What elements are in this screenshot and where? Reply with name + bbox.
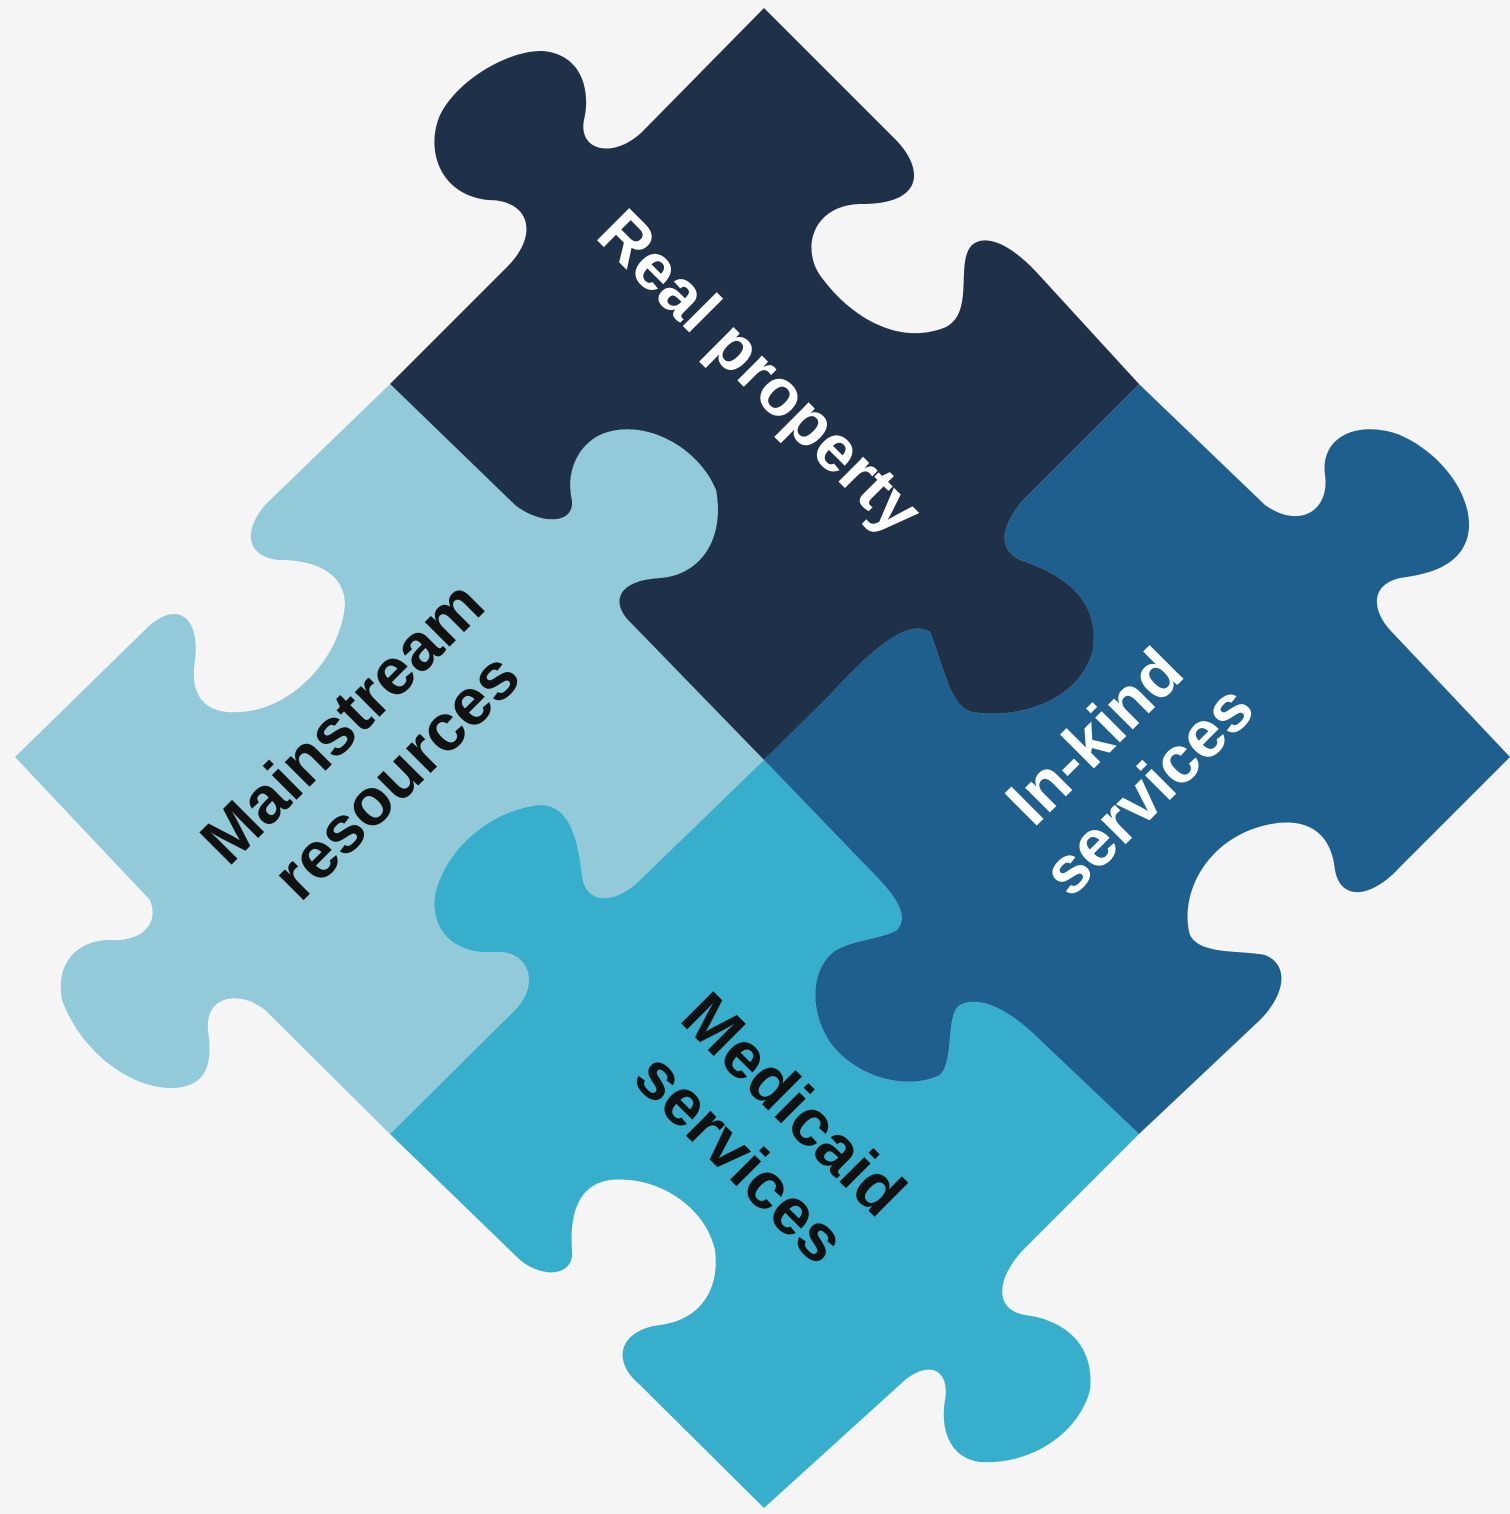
piece-mainstream-resources	[15, 384, 764, 1134]
piece-in-kind-services	[764, 384, 1510, 1134]
piece-shape-in-kind-services	[764, 384, 1510, 1134]
piece-shape-medicaid-services	[390, 760, 1139, 1508]
piece-shape-mainstream-resources	[15, 384, 764, 1134]
piece-shape-real-property	[390, 8, 1139, 760]
piece-medicaid-services	[390, 760, 1139, 1508]
piece-real-property	[390, 8, 1139, 760]
